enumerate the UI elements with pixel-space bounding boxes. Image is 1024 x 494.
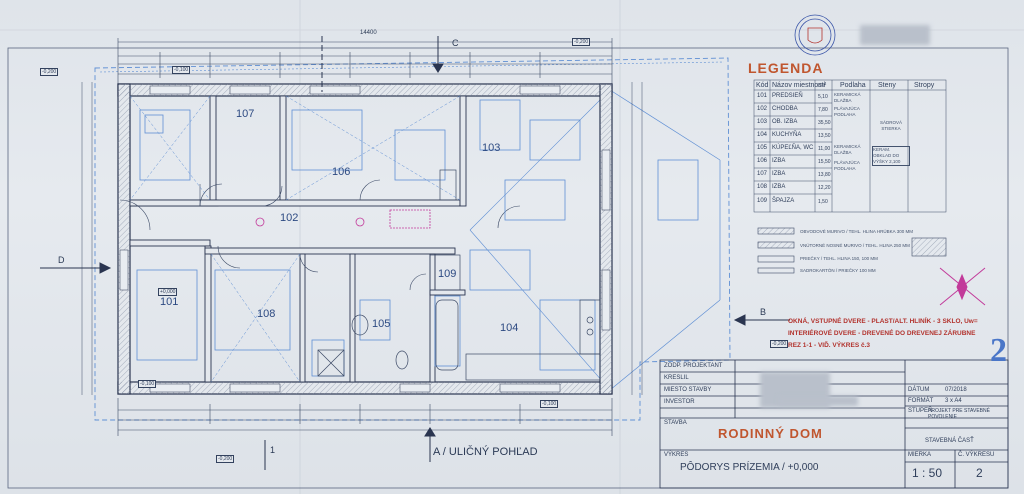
note-windows: OKNÁ, VSTUPNÉ DVERE - PLAST/ALT. HLINÍK … — [788, 318, 978, 325]
legend-ceiling-note: KERAM. OBKLAD DO VÝŠKY 2,100 — [872, 146, 910, 166]
street-view-label: A / ULIČNÝ POHĽAD — [433, 446, 538, 458]
drawing-no-label: Č. VÝKRESU — [958, 452, 995, 458]
title-block-label: INVESTOR — [664, 399, 695, 405]
legend-room-area: 35,50 — [818, 120, 831, 126]
level-marker: -0,100 — [540, 400, 559, 408]
legend-room-name: IZBA — [772, 158, 786, 164]
legend-floor-note: KERAMICKÁ DLAŽBA — [834, 92, 861, 103]
legend-header-walls: Steny — [878, 82, 896, 89]
room-label-109: 109 — [438, 268, 457, 280]
legend-floor-note: KERAMICKÁ DLAŽBA — [834, 144, 861, 155]
legend-floor-note: PLÁVAJÚCA PODLAHA — [834, 106, 860, 117]
level-marker: +0,000 — [158, 288, 178, 296]
note-section: REZ 1-1 - VIĎ. VÝKRES č.3 — [788, 342, 870, 349]
level-marker: -0,100 — [138, 380, 157, 388]
material-line: VNÚTORNÉ NOSNÉ MURIVO / TEHL. HLINA 250 … — [800, 243, 910, 248]
legend-code: 103 — [757, 119, 768, 125]
date-label: DÁTUM — [908, 387, 930, 393]
redacted-block — [778, 396, 858, 406]
legend-code: 109 — [757, 198, 768, 204]
legend-room-area: 1,50 — [818, 199, 828, 205]
legend-code: 104 — [757, 132, 768, 138]
material-line: OBVODOVÉ MURIVO / TEHL. HLINA HRÚBKA 300… — [800, 229, 913, 234]
sheet-number: 2 — [990, 332, 1007, 369]
title-block-label: ZODP. PROJEKTANT — [664, 363, 723, 369]
legend-room-area: 5,10 — [818, 94, 828, 100]
room-label-104: 104 — [500, 322, 519, 334]
building-title: RODINNÝ DOM — [718, 426, 823, 441]
title-block-label: VÝKRES — [664, 452, 689, 458]
legend-room-name: ŠPAJZA — [772, 198, 795, 204]
format-label: FORMÁT — [908, 398, 934, 404]
legend-code: 107 — [757, 171, 768, 177]
scale-label: MIERKA — [908, 452, 932, 458]
legend-room-area: 12,20 — [818, 185, 831, 191]
material-line: PRIEČKY / TEHL. HLINA 150, 100 MM — [800, 256, 878, 261]
legend-code: 106 — [757, 158, 768, 164]
part-value: STAVEBNÁ ČASŤ — [925, 438, 974, 444]
title-block-label: STAVBA — [664, 420, 687, 426]
room-label-105: 105 — [372, 318, 391, 330]
level-marker: -0,200 — [216, 455, 235, 463]
legend-room-name: IZBA — [772, 184, 786, 190]
format-value: 3 x A4 — [945, 398, 962, 404]
section-label-1: 1 — [270, 445, 276, 455]
legend-room-name: OB. IZBA — [772, 119, 798, 125]
legend-code: 101 — [757, 93, 768, 99]
note-doors: INTERIÉROVÉ DVERE - DREVENÉ DO DREVENEJ … — [788, 330, 976, 337]
legend-title: LEGENDA — [748, 60, 824, 76]
room-label-101: 101 — [160, 296, 179, 308]
legend-code: 102 — [757, 106, 768, 112]
level-marker: -0,100 — [172, 66, 191, 74]
legend-header-code: Kód — [756, 82, 769, 89]
room-label-106: 106 — [332, 166, 351, 178]
room-label-107: 107 — [236, 108, 255, 120]
overall-dimension: 14400 — [360, 30, 377, 36]
drawing-no-value: 2 — [976, 466, 983, 480]
room-label-108: 108 — [257, 308, 276, 320]
date-value: 07/2018 — [945, 387, 967, 393]
legend-header-ceilings: Stropy — [914, 82, 935, 89]
section-label-c: C — [452, 38, 459, 48]
legend-header-area: m² — [818, 82, 827, 89]
section-label-b: B — [760, 307, 767, 317]
sheet-title: PÔDORYS PRÍZEMIA / +0,000 — [680, 462, 819, 473]
level-marker: -0,200 — [572, 38, 591, 46]
legend-room-name: KUCHYŇA — [772, 132, 802, 138]
legend-room-name: CHODBA — [772, 106, 798, 112]
legend-code: 105 — [757, 145, 768, 151]
legend-room-area: 15,50 — [818, 159, 831, 165]
legend-wall-note: SÁDROVÁ STIERKA — [879, 120, 902, 131]
legend-code: 108 — [757, 184, 768, 190]
level-marker: -0,200 — [770, 340, 789, 348]
redacted-block — [860, 25, 930, 45]
legend-room-area: 13,50 — [818, 133, 831, 139]
legend-floor-note: PLÁVAJÚCA PODLAHA — [834, 160, 860, 171]
legend-room-name: KÚPEĽŇA, WC — [772, 145, 814, 151]
room-label-103: 103 — [482, 142, 501, 154]
section-label-d: D — [58, 255, 65, 265]
title-block-label: MIESTO STAVBY — [664, 387, 712, 393]
legend-header-floor: Podlaha — [840, 82, 866, 89]
legend-room-name: PREDSIEŇ — [772, 93, 803, 99]
stage-value: PROJEKT PRE STAVEBNÉ POVOLENIE — [928, 408, 990, 420]
level-marker: -0,200 — [40, 68, 59, 76]
legend-room-area: 11,00 — [818, 146, 831, 152]
scale-value: 1 : 50 — [912, 466, 943, 480]
room-label-102: 102 — [280, 212, 299, 224]
material-line: SADROKARTÓN / PRIEČKY 100 MM — [800, 268, 876, 273]
stage-label: STUPEŇ — [908, 408, 933, 414]
legend-room-area: 13,80 — [818, 172, 831, 178]
legend-room-name: IZBA — [772, 171, 786, 177]
legend-room-area: 7,80 — [818, 107, 828, 113]
title-block-label: KRESLIL — [664, 375, 689, 381]
legend-header-name: Názov miestnosti — [772, 82, 826, 89]
